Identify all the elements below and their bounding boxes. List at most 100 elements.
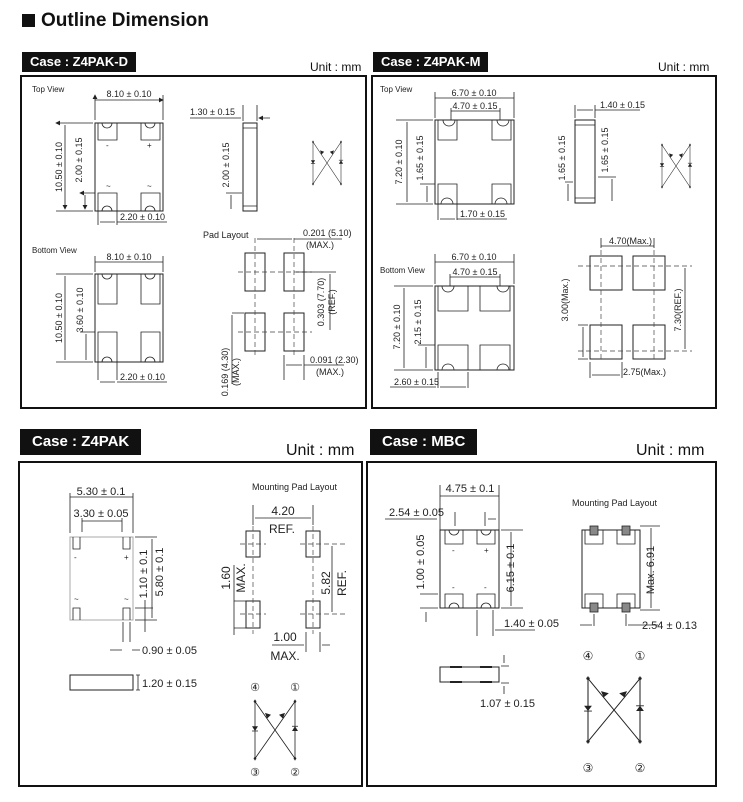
z4pak-d-pad-layout: Pad Layout 0.201 (5.10) (MAX.) 0.303 (7.… bbox=[203, 228, 359, 396]
panel-mbc bbox=[366, 461, 717, 787]
plus-mark: + bbox=[124, 553, 129, 562]
ac-mark: ~ bbox=[124, 595, 129, 604]
dim-pad-height: 0.169 (4.30) bbox=[220, 348, 230, 397]
dim-note: REF. bbox=[269, 522, 295, 536]
dim-note: (MAX.) bbox=[231, 358, 241, 386]
dim-pad-span: 4.20 bbox=[271, 504, 295, 518]
dim-note: MAX. bbox=[234, 563, 248, 592]
dim-pad-height: Max. 6.91 bbox=[645, 546, 657, 594]
panel-z4pak bbox=[18, 461, 363, 787]
plus-mark: + bbox=[147, 141, 152, 150]
dim-pad-pitch: 5.82 bbox=[319, 571, 333, 595]
dim-pad-width: 1.40 ± 0.05 bbox=[504, 618, 559, 630]
dim-inner: 4.70 ± 0.15 bbox=[453, 267, 498, 277]
z4pak-d-side-view: 1.30 ± 0.15 2.00 ± 0.15 bbox=[190, 105, 270, 212]
z4pak-d-top-view: Top View - + ~ ~ 8.10 ± 0.10 10.50 ± 0.1… bbox=[32, 85, 167, 225]
dim-pad-height: 2.15 ± 0.15 bbox=[413, 300, 423, 345]
pin-2-label: ② bbox=[635, 761, 646, 775]
dim-height: 6.15 ± 0.1 bbox=[505, 544, 517, 593]
bridge-schematic bbox=[310, 140, 344, 186]
dim-pad-width: 2.20 ± 0.10 bbox=[120, 212, 165, 222]
bottom-view-label: Bottom View bbox=[380, 266, 425, 275]
case-label-z4pak-m: Case : Z4PAK-M bbox=[373, 52, 489, 72]
minus-mark: - bbox=[106, 141, 109, 150]
dim-inner: 4.70 ± 0.15 bbox=[453, 101, 498, 111]
dim-pad-height: 1.60 bbox=[219, 566, 233, 590]
z4pak-d-bottom-view: Bottom View 8.10 ± 0.10 10.50 ± 0.10 3.6… bbox=[32, 246, 167, 383]
dim-note: REF. bbox=[335, 570, 349, 596]
ac-mark: ~ bbox=[106, 182, 111, 191]
z4pak-m-side-view: 1.40 ± 0.15 1.65 ± 0.15 1.65 ± 0.15 bbox=[557, 100, 645, 204]
case-label-mbc: Case : MBC bbox=[370, 429, 478, 455]
pin-1-label: ① bbox=[290, 682, 300, 694]
minus-mark: - bbox=[74, 553, 77, 562]
dim-pad-width: 1.70 ± 0.15 bbox=[460, 209, 505, 219]
dim-inner: 3.30 ± 0.05 bbox=[74, 508, 129, 520]
square-bullet-icon bbox=[22, 14, 35, 27]
dim-note: (MAX.) bbox=[316, 367, 344, 377]
dim-pad-height: 3.00(Max.) bbox=[560, 278, 570, 321]
dim-pad-height: 1.65 ± 0.15 bbox=[415, 136, 425, 181]
mbc-top-view: 4.75 ± 0.1 2.54 ± 0.05 - + - - 1.00 ± 0.… bbox=[385, 483, 559, 710]
dim-pitch: 2.54 ± 0.05 bbox=[389, 507, 444, 519]
pin-3-label: ③ bbox=[250, 767, 260, 779]
pad-layout-label: Mounting Pad Layout bbox=[572, 498, 658, 508]
unit-label: Unit : mm bbox=[310, 60, 362, 74]
dim-width: 8.10 ± 0.10 bbox=[107, 252, 152, 262]
dim-thickness: 1.07 ± 0.15 bbox=[480, 698, 535, 710]
pin-2-label: ② bbox=[290, 767, 300, 779]
plus-mark: + bbox=[484, 546, 489, 555]
dim-thickness: 1.20 ± 0.15 bbox=[142, 678, 197, 690]
dim-thickness: 1.30 ± 0.15 bbox=[190, 107, 235, 117]
dim-side-pad: 1.65 ± 0.15 bbox=[557, 136, 567, 181]
dim-height: 5.80 ± 0.1 bbox=[154, 548, 166, 597]
dim-pad-height: 1.00 ± 0.05 bbox=[415, 535, 427, 590]
case-label-z4pak: Case : Z4PAK bbox=[20, 429, 142, 455]
dim-note: (MAX.) bbox=[306, 240, 334, 250]
z4pak-m-bottom-view: Bottom View 6.70 ± 0.10 4.70 ± 0.15 7.20… bbox=[380, 252, 515, 388]
dim-pad-width: 0.90 ± 0.05 bbox=[142, 645, 197, 657]
case-label-z4pak-d: Case : Z4PAK-D bbox=[22, 52, 137, 72]
unit-label: Unit : mm bbox=[286, 442, 355, 459]
pin-1-label: ① bbox=[635, 649, 646, 663]
unit-label: Unit : mm bbox=[636, 442, 705, 459]
dim-pad-width: 2.60 ± 0.15 bbox=[394, 377, 439, 387]
dim-side-pad: 2.00 ± 0.15 bbox=[221, 143, 231, 188]
dim-note: (REF.) bbox=[327, 289, 337, 315]
dim-width: 6.70 ± 0.10 bbox=[452, 252, 497, 262]
dim-pad-pitch: 7.30(REF.) bbox=[673, 288, 683, 331]
top-view-label: Top View bbox=[32, 85, 65, 94]
dim-pad-pitch: 0.303 (7.70) bbox=[316, 278, 326, 327]
dim-width: 4.75 ± 0.1 bbox=[446, 483, 495, 495]
dim-pad-span: 4.70(Max.) bbox=[609, 236, 652, 246]
ac-mark: ~ bbox=[74, 595, 79, 604]
dim-width: 6.70 ± 0.10 bbox=[452, 88, 497, 98]
dim-height: 7.20 ± 0.10 bbox=[392, 305, 402, 350]
section-title: Outline Dimension bbox=[22, 10, 209, 32]
dim-width: 5.30 ± 0.1 bbox=[77, 486, 126, 498]
ac-mark: ~ bbox=[147, 182, 152, 191]
z4pak-m-top-view: Top View 6.70 ± 0.10 4.70 ± 0.15 7.20 ± … bbox=[380, 85, 515, 220]
panel-z4pak-d bbox=[20, 75, 367, 409]
pad-layout-label: Mounting Pad Layout bbox=[252, 482, 338, 492]
pin-3-label: ③ bbox=[583, 761, 594, 775]
dim-width: 8.10 ± 0.10 bbox=[107, 89, 152, 99]
dim-pad-height: 2.00 ± 0.15 bbox=[74, 138, 84, 183]
dim-pad-width: 2.75(Max.) bbox=[623, 367, 666, 377]
mbc-schematic: ④ ① ③ ② bbox=[583, 649, 646, 775]
dim-pad-pitch: 2.54 ± 0.13 bbox=[642, 620, 697, 632]
minus-mark: - bbox=[452, 546, 455, 555]
pin-4-label: ④ bbox=[583, 649, 594, 663]
dim-height: 10.50 ± 0.10 bbox=[54, 142, 64, 192]
dim-pad-width: 0.091 (2.30) bbox=[310, 355, 359, 365]
pin-4-label: ④ bbox=[250, 682, 260, 694]
z4pak-top-view: 5.30 ± 0.1 3.30 ± 0.05 - + ~ ~ 1.10 ± 0.… bbox=[69, 486, 197, 691]
pad-layout-label: Pad Layout bbox=[203, 230, 249, 240]
dim-note: MAX. bbox=[270, 649, 299, 663]
dim-pad-height: 1.10 ± 0.1 bbox=[138, 550, 150, 599]
mbc-pad-layout: Mounting Pad Layout Max. 6.91 2.54 ± 0.1… bbox=[572, 498, 697, 632]
top-view-label: Top View bbox=[380, 85, 413, 94]
z4pak-schematic: ④ ① ③ ② bbox=[250, 682, 300, 779]
dim-pad-width: 2.20 ± 0.10 bbox=[120, 372, 165, 382]
dim-height: 10.50 ± 0.10 bbox=[54, 293, 64, 343]
